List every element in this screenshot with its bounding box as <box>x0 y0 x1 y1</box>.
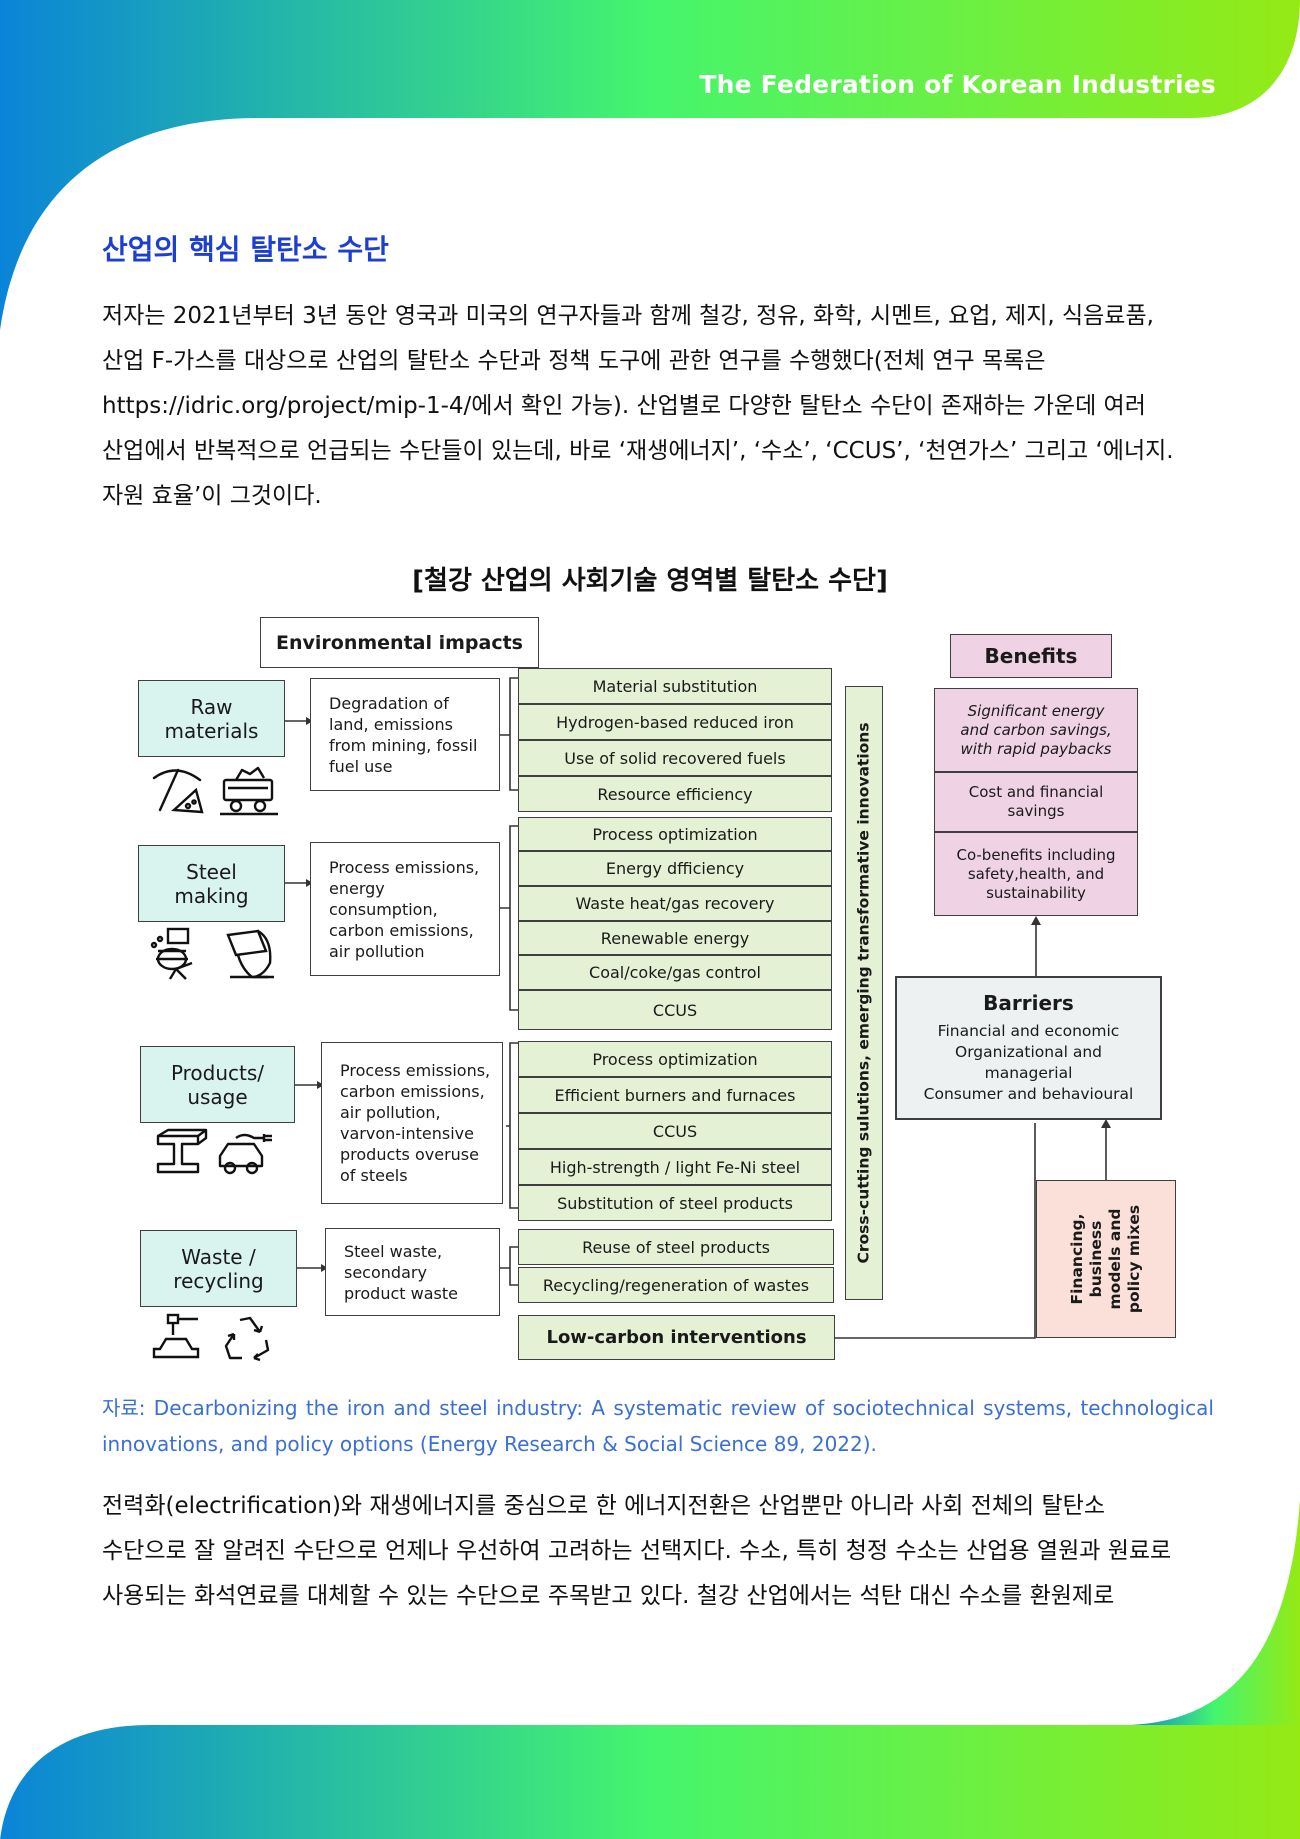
electric-car-icon <box>218 1133 272 1175</box>
barrier-item: managerial <box>984 1064 1073 1082</box>
financing-label: Financing, business models and policy mi… <box>1067 1204 1143 1314</box>
benefits-header: Benefits <box>950 634 1112 678</box>
measure-item: High-strength / light Fe-Ni steel <box>518 1149 832 1185</box>
intro-line: 산업 F-가스를 대상으로 산업의 탈탄소 수단과 정책 도구에 관한 연구를 … <box>102 348 1046 374</box>
body-line: 전력화(electrification)와 재생에너지를 중심으로 한 에너지전… <box>102 1493 1105 1519</box>
intro-line: https://idric.org/project/mip-1-4/에서 확인 … <box>102 393 1146 419</box>
measure-item: CCUS <box>518 1113 832 1149</box>
measure-item: Resource efficiency <box>518 776 832 812</box>
measure-item: Hydrogen-based reduced iron <box>518 704 832 740</box>
body-line: 사용되는 화석연료를 대체할 수 있는 수단으로 주목받고 있다. 철강 산업에… <box>102 1583 1115 1609</box>
benefit-item: Cost and financial savings <box>934 772 1138 832</box>
intro-line: 저자는 2021년부터 3년 동안 영국과 미국의 연구자들과 함께 철강, 정… <box>102 303 1154 329</box>
measure-item: Reuse of steel products <box>518 1229 834 1265</box>
measure-item: Recycling/regeneration of wastes <box>518 1267 834 1303</box>
benefit-item: Co-benefits including safety,health, and… <box>934 832 1138 916</box>
intro-line: 산업에서 반복적으로 언급되는 수단들이 있는데, 바로 ‘재생에너지’, ‘수… <box>102 438 1174 464</box>
environmental-impacts-header: Environmental impacts <box>260 617 539 668</box>
barrier-item: Organizational and <box>955 1043 1102 1061</box>
measure-item: Efficient burners and furnaces <box>518 1077 832 1113</box>
benefit-item: Significant energy and carbon savings, w… <box>934 688 1138 772</box>
blast-furnace-icon <box>150 927 193 980</box>
measure-item: CCUS <box>518 990 832 1030</box>
header-organization: The Federation of Korean Industries <box>699 70 1216 99</box>
measure-item: Material substitution <box>518 668 832 704</box>
pouring-ladle-icon <box>226 929 274 979</box>
pickaxe-icon <box>152 768 204 814</box>
scrap-crane-icon <box>152 1313 200 1359</box>
steel-beam-icon <box>156 1128 208 1174</box>
financing-box: Financing, business models and policy mi… <box>1036 1180 1176 1338</box>
measure-item: Process optimization <box>518 1041 832 1077</box>
cross-cutting-bar: Cross-cutting sulutions, emerging transf… <box>845 686 883 1300</box>
figure-title: [철강 산업의 사회기술 영역별 탈탄소 수단] <box>412 566 888 596</box>
section-title: 산업의 핵심 탈탄소 수단 <box>102 233 389 266</box>
measure-item: Use of solid recovered fuels <box>518 740 832 776</box>
barrier-item: Financial and economic <box>937 1022 1120 1040</box>
mine-cart-icon <box>220 766 278 816</box>
measure-item: Renewable energy <box>518 921 832 955</box>
figure-source: 자료: Decarbonizing the iron and steel ind… <box>102 1396 1214 1456</box>
intro-paragraph: 저자는 2021년부터 3년 동안 영국과 미국의 연구자들과 함께 철강, 정… <box>102 294 1214 519</box>
low-carbon-interventions: Low-carbon interventions <box>518 1315 835 1360</box>
category-waste-recycling: Waste / recycling <box>140 1230 297 1307</box>
body-line: 수단으로 잘 알려진 수단으로 언제나 우선하여 고려하는 선택지다. 수소, … <box>102 1538 1172 1564</box>
category-steel-making: Steel making <box>138 845 285 922</box>
measure-item: Waste heat/gas recovery <box>518 886 832 921</box>
measure-item: Process optimization <box>518 817 832 851</box>
barrier-item: Consumer and behavioural <box>923 1085 1134 1103</box>
impact-steel-making: Process emissions, energy consumption, c… <box>310 842 500 976</box>
intro-line: 자원 효율’이 그것이다. <box>102 483 322 509</box>
category-raw-materials: Raw materials <box>138 680 285 757</box>
barriers-header: Barriers <box>983 991 1074 1015</box>
measure-item: Energy dfficiency <box>518 851 832 886</box>
recycle-icon <box>224 1316 270 1362</box>
barriers-box: Barriers Financial and economic Organiza… <box>895 976 1162 1120</box>
cross-cutting-label: Cross-cutting sulutions, emerging transf… <box>855 722 873 1264</box>
impact-waste-recycling: Steel waste, secondary product waste <box>325 1228 500 1316</box>
impact-products-usage: Process emissions, carbon emissions, air… <box>321 1042 503 1204</box>
body-paragraph: 전력화(electrification)와 재생에너지를 중심으로 한 에너지전… <box>102 1484 1214 1619</box>
impact-raw-materials: Degradation of land, emissions from mini… <box>310 678 500 791</box>
measure-item: Substitution of steel products <box>518 1185 832 1221</box>
measure-item: Coal/coke/gas control <box>518 955 832 990</box>
category-products-usage: Products/ usage <box>140 1046 295 1123</box>
